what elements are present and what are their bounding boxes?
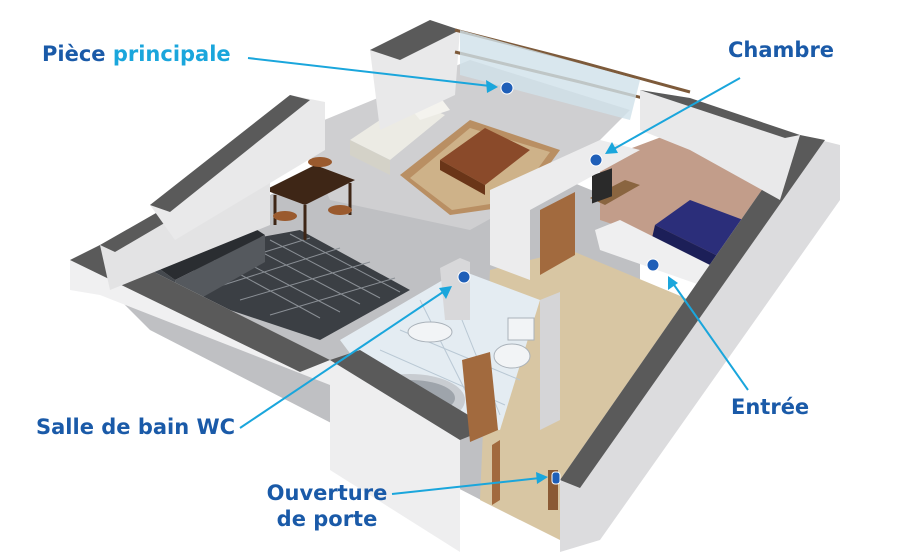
pointer-piece-principale xyxy=(247,57,491,87)
marker-dots xyxy=(457,81,660,485)
door-bedroom xyxy=(540,192,575,275)
toilet xyxy=(493,317,535,369)
door-bathroom xyxy=(462,352,498,442)
marker-ouverture xyxy=(551,471,561,485)
wall-living-left xyxy=(150,95,325,240)
marker-salle xyxy=(457,270,471,284)
marker-entree xyxy=(646,258,660,272)
tv xyxy=(592,168,612,204)
label-piece-word1: Pièce xyxy=(42,42,106,66)
label-ouverture-line2: de porte xyxy=(276,507,378,531)
marker-piece-principale xyxy=(500,81,514,95)
coffee-table xyxy=(440,128,530,195)
label-salle-de-bain: Salle de bain WC xyxy=(36,415,236,439)
pointer-lines xyxy=(239,57,749,495)
entrance-frame xyxy=(548,470,558,510)
dining-table xyxy=(265,157,355,240)
label-ouverture-de-porte: Ouverture de porte xyxy=(262,480,392,532)
pointer-chambre xyxy=(611,77,741,151)
pointer-salle xyxy=(239,289,447,429)
label-entree: Entrée xyxy=(731,395,810,419)
wall-bathroom-front xyxy=(330,360,460,552)
label-chambre: Chambre xyxy=(728,38,835,62)
pointer-entree xyxy=(671,281,749,391)
label-ouverture-line1: Ouverture xyxy=(266,481,388,505)
wall-bedroom-partition xyxy=(595,220,720,285)
door-entrance xyxy=(492,440,500,505)
sink xyxy=(407,321,453,343)
marker-chambre xyxy=(589,153,603,167)
wall-right xyxy=(560,135,840,552)
pointer-ouverture xyxy=(391,477,541,495)
label-piece-word2: principale xyxy=(112,42,231,66)
label-piece-principale: Pièce principale xyxy=(42,41,231,67)
wall-bedroom-back xyxy=(640,90,800,200)
